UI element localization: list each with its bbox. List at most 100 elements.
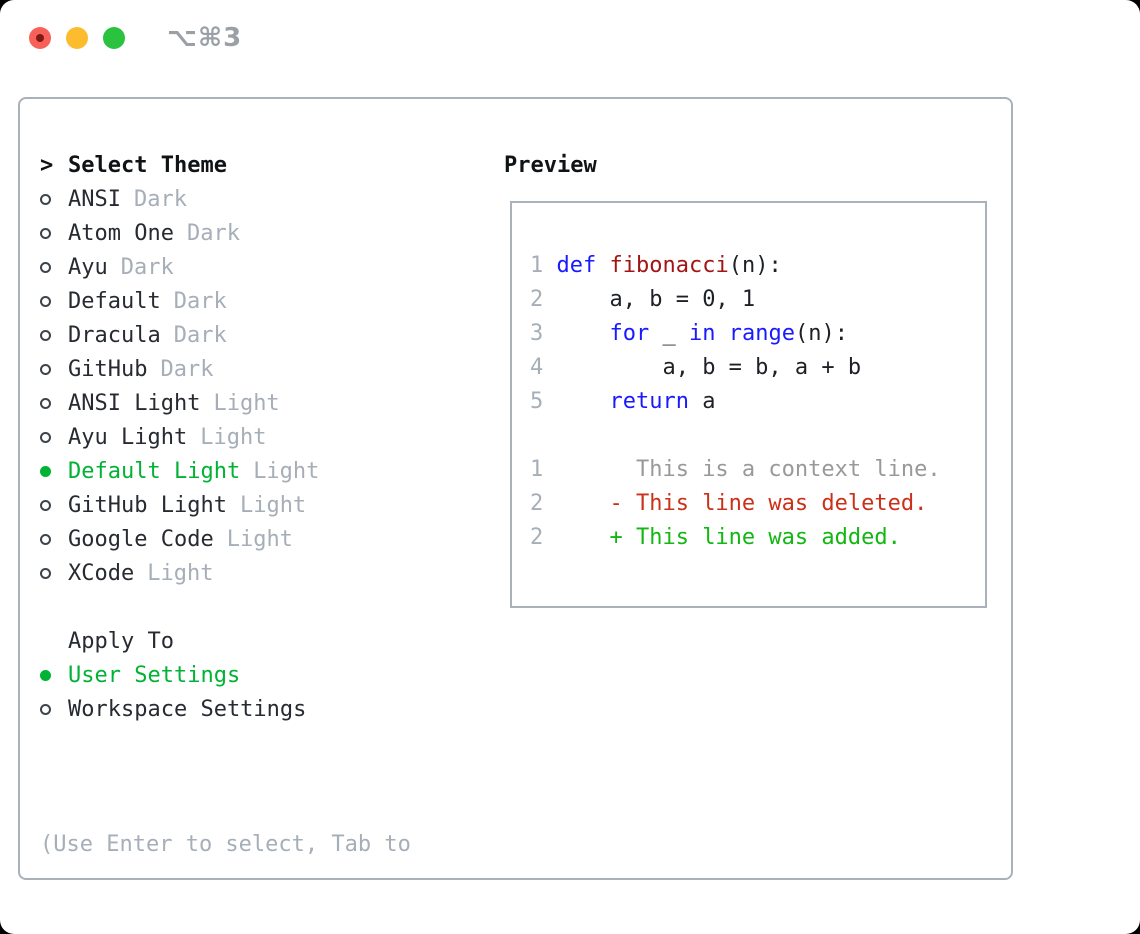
theme-option[interactable]: Ayu Light Light (40, 420, 411, 454)
theme-option[interactable]: XCode Light (40, 556, 411, 590)
radio-circle (40, 193, 51, 205)
line-number: 2 (530, 525, 544, 550)
radio-circle (40, 261, 51, 273)
theme-option[interactable]: ANSI Light Light (40, 386, 411, 420)
option-variant-label: Light (239, 492, 307, 518)
code-segment (543, 321, 609, 346)
code-segment: This is a context line. (543, 457, 941, 482)
theme-option[interactable]: GitHub Dark (40, 352, 411, 386)
radio-circle (40, 669, 51, 681)
code-segment: (n): (794, 321, 848, 346)
radio-icon (40, 431, 68, 443)
select-theme-header: > Select Theme (40, 148, 411, 182)
radio-icon (40, 261, 68, 273)
theme-option[interactable]: Dracula Dark (40, 318, 411, 352)
radio-circle (40, 533, 51, 545)
zoom-button[interactable] (103, 27, 125, 49)
code-segment: - This line was deleted. (543, 491, 928, 516)
option-variant-label: Light (226, 526, 293, 552)
preview-column: Preview 1 def fibonacci(n):2 a, b = 0, 1… (504, 148, 987, 608)
code-segment: range (728, 321, 795, 346)
option-label: User Settings (68, 662, 241, 688)
preview-title: Preview (504, 152, 597, 178)
radio-circle (40, 397, 51, 409)
code-segment: + This line was added. (543, 525, 901, 550)
option-label: XCode (68, 560, 135, 586)
hint-text: (Use Enter to select, Tab to change focu… (40, 760, 411, 934)
option-label: Dracula (68, 322, 161, 348)
radio-circle (40, 567, 51, 579)
line-number: 1 (530, 253, 544, 278)
radio-icon (40, 363, 68, 375)
option-label: ANSI Light (68, 390, 201, 416)
option-variant-label: Dark (133, 186, 187, 212)
option-label: Ayu Light (68, 424, 188, 450)
code-segment (543, 253, 556, 278)
option-variant-label: Light (147, 560, 214, 586)
spacer (40, 726, 411, 760)
theme-option[interactable]: ANSI Dark (40, 182, 411, 216)
code-segment: _ (649, 321, 689, 346)
code-segment (543, 389, 609, 414)
radio-circle (40, 465, 51, 477)
code-line: 4 a, b = b, a + b (530, 351, 977, 385)
radio-icon (40, 703, 68, 715)
apply-option[interactable]: Workspace Settings (40, 692, 411, 726)
option-variant-label: Light (253, 458, 320, 484)
radio-icon (40, 499, 68, 511)
radio-icon (40, 567, 68, 579)
close-button[interactable] (29, 27, 51, 49)
code-segment: return (609, 389, 689, 414)
radio-circle (40, 227, 51, 239)
code-segment (596, 253, 609, 278)
code-segment: (n): (728, 253, 782, 278)
theme-option[interactable]: GitHub Light Light (40, 488, 411, 522)
apply-to-header: Apply To (40, 624, 411, 658)
line-number: 4 (530, 355, 544, 380)
apply-option[interactable]: User Settings (40, 658, 411, 692)
code-line (530, 419, 977, 453)
line-number: 5 (530, 389, 544, 414)
code-segment: a (688, 389, 716, 414)
select-theme-title: Select Theme (68, 152, 227, 178)
code-line: 2 + This line was added. (530, 521, 977, 555)
code-segment: in (688, 321, 716, 346)
code-segment: def (556, 253, 597, 278)
option-variant-label: Dark (160, 356, 214, 382)
option-label: Atom One (68, 220, 174, 246)
option-label: GitHub (68, 356, 148, 382)
line-number: 1 (530, 457, 544, 482)
preview-header: Preview (504, 148, 987, 182)
option-label: ANSI (68, 186, 121, 212)
radio-circle (40, 499, 51, 511)
line-number: 2 (530, 491, 544, 516)
window-shortcut-label: ⌥⌘3 (167, 23, 243, 53)
radio-circle (40, 703, 51, 715)
option-label: GitHub Light (68, 492, 227, 518)
option-variant-label: Light (213, 390, 280, 416)
code-segment: for (609, 321, 650, 346)
prompt-caret-icon: > (40, 152, 54, 178)
radio-icon (40, 329, 68, 341)
radio-selected-icon (40, 669, 68, 681)
option-variant-label: Dark (173, 322, 227, 348)
option-variant-label: Dark (173, 288, 227, 314)
radio-circle (40, 431, 51, 443)
code-line: 5 return a (530, 385, 977, 419)
option-variant-label: Light (200, 424, 267, 450)
radio-icon (40, 193, 68, 205)
code-line: 1 This is a context line. (530, 453, 977, 487)
minimize-button[interactable] (66, 27, 88, 49)
radio-icon (40, 397, 68, 409)
line-number: 3 (530, 321, 544, 346)
